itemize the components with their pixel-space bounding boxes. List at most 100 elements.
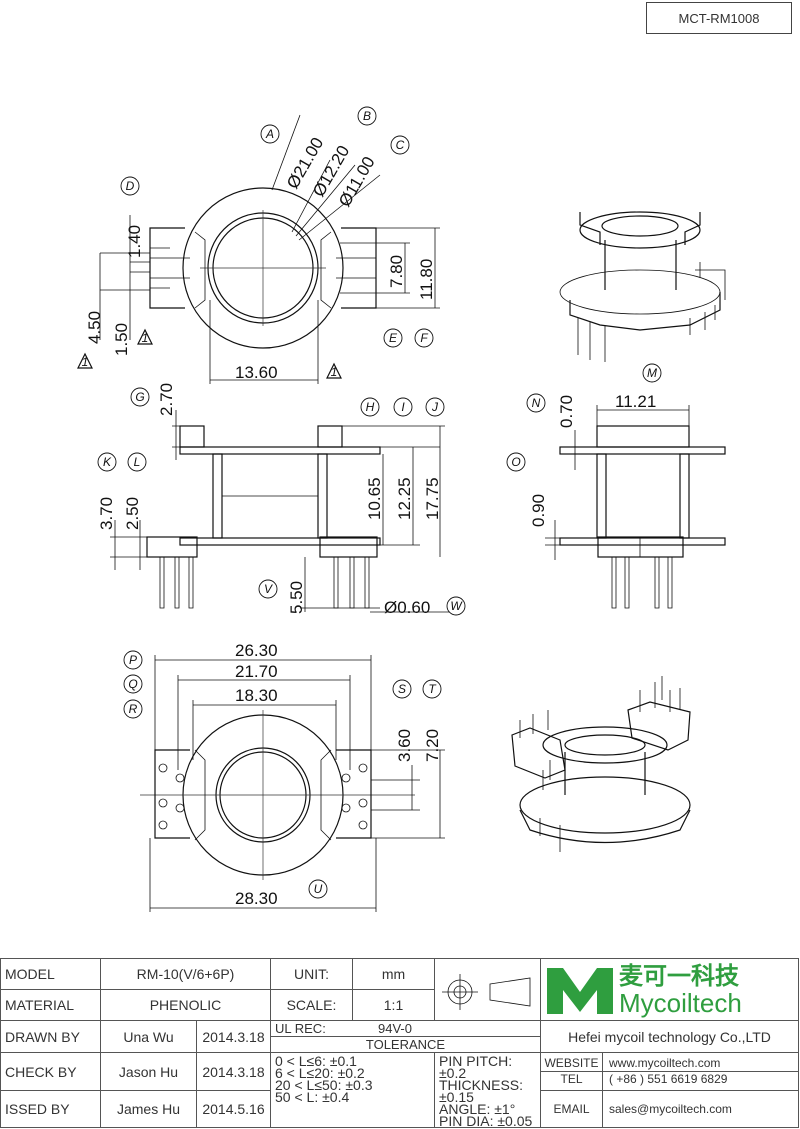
- model-value: RM-10(V/6+6P): [100, 958, 271, 990]
- dim-top-3: 1.40: [125, 225, 144, 258]
- tol-line-2: 20 < L≤50: ±0.3: [275, 1077, 373, 1093]
- dim-right-1: 11.21: [615, 392, 656, 411]
- tolerance-ranges: 0 < L≤6: ±0.1 6 < L≤20: ±0.2 20 < L≤50: …: [270, 1052, 435, 1128]
- svg-text:R: R: [129, 702, 138, 716]
- svg-text:1: 1: [142, 331, 149, 345]
- drawn-name: Una Wu: [100, 1020, 197, 1053]
- label-P: P: [123, 650, 143, 670]
- contact-values: www.mycoiltech.com ( +86 ) 551 6619 6829: [602, 1051, 799, 1092]
- scale-label: SCALE:: [270, 989, 353, 1021]
- logo-en: Mycoiltech: [619, 987, 742, 1018]
- svg-text:L: L: [134, 455, 141, 469]
- email-value[interactable]: sales@mycoiltech.com: [602, 1090, 799, 1128]
- drawn-label: DRAWN BY: [0, 1020, 101, 1053]
- tolerance-specs: PIN PITCH:±0.2 THICKNESS: ±0.15 ANGLE: ±…: [434, 1052, 541, 1129]
- label-K: K: [97, 452, 117, 472]
- tol2-line-1: THICKNESS: ±0.15: [439, 1077, 524, 1105]
- ul-label: UL REC:: [275, 1021, 326, 1036]
- top-view: [99, 114, 440, 384]
- tol-line-3: 50 < L: ±0.4: [275, 1089, 350, 1105]
- label-C: C: [390, 135, 410, 155]
- material-value: PHENOLIC: [100, 989, 271, 1021]
- svg-text:1: 1: [82, 355, 89, 369]
- drawn-date: 2014.3.18: [196, 1020, 271, 1053]
- label-O: O: [506, 452, 526, 472]
- tol-line-1: 6 < L≤20: ±0.2: [275, 1065, 365, 1081]
- label-B: B: [357, 106, 377, 126]
- dimension-texts: Ø21.00 Ø12.20 Ø11.00 1.40 4.50 1.50 7.80…: [85, 134, 656, 908]
- dim-bottom-0: 26.30: [235, 641, 278, 660]
- check-name: Jason Hu: [100, 1051, 197, 1092]
- dim-side-6: 5.50: [287, 581, 306, 614]
- projection-cell: [434, 958, 541, 1021]
- scale-value: 1:1: [352, 989, 435, 1021]
- svg-text:T: T: [428, 682, 437, 696]
- part-number: MCT-RM1008: [646, 2, 792, 34]
- label-J: J: [425, 397, 445, 417]
- circle-labels: A B C D E F G H I J K L V W M N O P Q R …: [97, 106, 662, 899]
- svg-text:K: K: [103, 455, 112, 469]
- website-label: WEBSITE: [541, 1056, 602, 1073]
- dim-side-0: 2.70: [157, 383, 176, 416]
- svg-text:S: S: [398, 682, 406, 696]
- svg-text:E: E: [389, 331, 398, 345]
- label-T: T: [422, 679, 442, 699]
- tel-value: ( +86 ) 551 6619 6829: [609, 1072, 728, 1087]
- dim-side-3: 10.65: [365, 477, 384, 520]
- svg-text:A: A: [265, 127, 274, 141]
- material-label: MATERIAL: [0, 989, 101, 1021]
- tol2-line-0: PIN PITCH:±0.2: [439, 1053, 513, 1081]
- dim-side-2: 2.50: [123, 497, 142, 530]
- label-F: F: [414, 328, 434, 348]
- dim-bottom-2: 18.30: [235, 686, 278, 705]
- label-E: E: [383, 328, 403, 348]
- label-V: V: [258, 579, 278, 599]
- svg-text:V: V: [264, 582, 273, 596]
- tol-line-0: 0 < L≤6: ±0.1: [275, 1053, 357, 1069]
- label-H: H: [360, 397, 380, 417]
- dim-bottom-1: 21.70: [235, 662, 278, 681]
- svg-text:N: N: [532, 396, 541, 410]
- svg-text:U: U: [314, 882, 323, 896]
- bottom-view: [140, 655, 445, 912]
- label-I: I: [393, 397, 413, 417]
- iso-top-right: [559, 211, 726, 362]
- tol2-line-3: PIN DIA: ±0.05: [439, 1113, 533, 1129]
- tel-label: TEL: [560, 1072, 583, 1087]
- svg-text:O: O: [511, 455, 520, 469]
- dim-right-2: 0.90: [529, 494, 548, 527]
- unit-value: mm: [352, 958, 435, 990]
- label-U: U: [308, 879, 328, 899]
- right-view: [545, 405, 726, 609]
- model-label: MODEL: [0, 958, 101, 990]
- label-N: N: [526, 393, 546, 413]
- dim-side-5: 17.75: [423, 477, 442, 520]
- svg-text:M: M: [647, 366, 657, 380]
- svg-text:F: F: [420, 331, 428, 345]
- issued-date: 2014.5.16: [196, 1090, 271, 1128]
- ul-value: 94V-0: [378, 1021, 412, 1036]
- website-value[interactable]: www.mycoiltech.com: [603, 1056, 798, 1073]
- label-G: G: [130, 387, 150, 407]
- mycoiltech-logo-icon: [547, 967, 613, 1014]
- email-label: EMAIL: [540, 1090, 603, 1128]
- label-Q: Q: [123, 674, 143, 694]
- dim-side-4: 12.25: [395, 477, 414, 520]
- issued-name: James Hu: [100, 1090, 197, 1128]
- title-block: MODEL RM-10(V/6+6P) UNIT: mm 麦可一科技 Mycoi…: [0, 958, 799, 1128]
- dim-top-5: 1.50: [112, 323, 131, 356]
- iso-bottom-right: [511, 676, 691, 852]
- svg-text:J: J: [431, 400, 439, 414]
- dim-side-7: Ø0.60: [384, 598, 430, 617]
- svg-text:B: B: [363, 109, 371, 123]
- tolerance-label: TOLERANCE: [365, 1037, 446, 1052]
- svg-text:G: G: [135, 390, 144, 404]
- dim-top-8: 13.60: [235, 363, 278, 382]
- label-D: D: [120, 176, 140, 196]
- dim-bottom-3: 3.60: [395, 729, 414, 762]
- dim-right-0: 0.70: [557, 395, 576, 428]
- dim-bottom-5: 28.30: [235, 889, 278, 908]
- dim-side-1: 3.70: [97, 497, 116, 530]
- check-date: 2014.3.18: [196, 1051, 271, 1092]
